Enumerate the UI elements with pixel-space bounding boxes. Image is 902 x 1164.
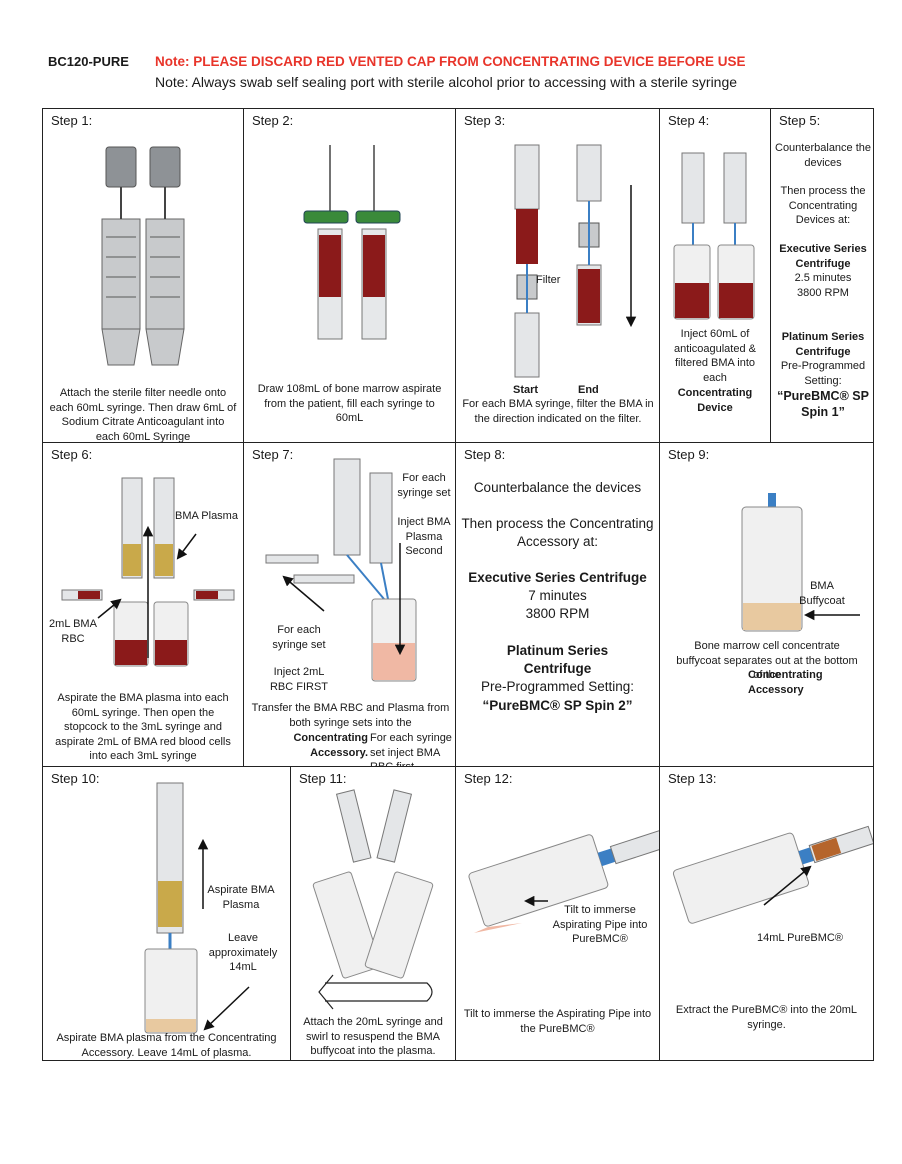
for-each-set-label-1: For each syringe set [397, 472, 451, 499]
step-8-exec-minutes: 7 minutes [528, 588, 587, 603]
step-4-caption-a: Inject 60mL of anticoagulated & filtered… [674, 328, 756, 384]
filter-direction-illustration [514, 144, 637, 378]
filter-label: Filter [536, 274, 561, 286]
aspirate-plasma-label: Aspirate BMA Plasma [207, 884, 275, 911]
step-5-exec-rpm: 3800 RPM [797, 287, 849, 299]
step-5-platinum-program: “PureBMC® SP Spin 1” [777, 389, 869, 419]
step-5-counterbalance: Counterbalance the devices [775, 142, 872, 169]
bma-rbc-label: 2mL BMA RBC [49, 618, 97, 645]
step-6-caption: Aspirate the BMA plasma into each 60mL s… [55, 692, 231, 762]
step-7-cell: Step 7: For each syringe set Inject BMA … [244, 443, 455, 766]
step-5-exec-minutes: 2.5 minutes [794, 272, 852, 284]
step-5-platinum-setting: Pre-Programmed Setting: [780, 360, 866, 387]
step-5-title: Step 5: [779, 113, 821, 128]
step-8-exec-series: Executive Series Centrifuge [468, 570, 647, 585]
bma-plasma-label: BMA Plasma [175, 510, 238, 522]
step-7-title: Step 7: [252, 447, 294, 462]
plasma-rbc-aspiration-illustration [61, 477, 235, 667]
step-8-platinum-program: “PureBMC® SP Spin 2” [482, 698, 633, 713]
step-11-caption: Attach the 20mL syringe and swirl to res… [303, 1016, 443, 1057]
leave-14ml-label: Leave approximately 14mL [208, 932, 278, 973]
step-9-caption-b: Concentrating Accessory [748, 669, 823, 696]
start-label: Start [513, 384, 539, 396]
step-4-title: Step 4: [668, 113, 710, 128]
step-6-title: Step 6: [51, 447, 93, 462]
buffycoat-separation-illustration [741, 493, 860, 632]
extract-purebmc-illustration [672, 825, 873, 924]
step-1-caption: Attach the sterile filter needle onto ea… [49, 387, 237, 442]
step-5-process: Then process the Concentrating Devices a… [780, 185, 866, 226]
step-12-cell: Step 12: Tilt to immerse Aspirating Pipe… [456, 767, 659, 1060]
step-8-title: Step 8: [464, 447, 506, 462]
step-13-title: Step 13: [668, 771, 717, 786]
buffycoat-label: BMA Buffycoat [799, 580, 845, 607]
step-8-platinum-setting: Pre-Programmed Setting: [480, 679, 635, 694]
step-11-cell: Step 11: Attach the 20mL syringe and swi… [291, 767, 455, 1060]
step-10-caption: Aspirate BMA plasma from the Concentrati… [56, 1032, 277, 1059]
step-3-title: Step 3: [464, 113, 506, 128]
step-2-caption: Draw 108mL of bone marrow aspirate from … [257, 383, 442, 424]
step-13-caption: Extract the PureBMC® into the 20mL syrin… [675, 1004, 858, 1031]
purebmc-14ml-label: 14mL PureBMC® [757, 932, 843, 944]
steps-grid: Step 1: Attach the sterile filter needle [42, 108, 874, 1061]
step-4-cell: Step 4: Inject 60mL of anticoagulated & … [660, 109, 770, 442]
step-2-title: Step 2: [252, 113, 294, 128]
step-8-cell: Step 8: Counterbalance the devices Then … [456, 443, 659, 766]
step-3-caption: For each BMA syringe, filter the BMA in … [462, 398, 654, 425]
accessory-transfer-illustration [265, 458, 417, 682]
step-10-title: Step 10: [51, 771, 100, 786]
step-8-exec-rpm: 3800 RPM [525, 606, 590, 621]
step-5-cell: Step 5: Counterbalance the devices Then … [771, 109, 873, 442]
tilt-immerse-illustration [468, 828, 659, 933]
plasma-aspiration-illustration [144, 782, 250, 1034]
tilt-immerse-label: Tilt to immerse Aspirating Pipe into Pur… [552, 904, 648, 945]
product-code: BC120-PURE [48, 54, 129, 69]
step-13-cell: Step 13: 14mL PureBMC® Extract the PureB… [660, 767, 873, 1060]
step-7-caption-c: For each syringe set inject BMA RBC firs… [370, 732, 452, 766]
step-5-platinum-series: Platinum Series Centrifuge [781, 331, 865, 358]
step-1-title: Step 1: [51, 113, 93, 128]
inject-rbc-first-label: Inject 2mL RBC FIRST [269, 666, 329, 693]
step-5-exec-series: Executive Series Centrifuge [779, 243, 867, 270]
step-7-caption-b: Concentrating Accessory. [293, 732, 368, 759]
step-8-process: Then process the Concentrating Accessory… [461, 516, 654, 549]
swirl-resuspend-illustration [312, 789, 434, 1010]
for-each-set-label-2: For each syringe set [272, 624, 326, 651]
inject-plasma-second-label: Inject BMA Plasma Second [397, 516, 451, 557]
step-12-title: Step 12: [464, 771, 513, 786]
step-8-counterbalance: Counterbalance the devices [473, 480, 642, 495]
step-2-cell: Step 2: Draw 108mL of bone marrow aspira… [244, 109, 455, 442]
filter-needle-syringes-illustration [101, 146, 185, 366]
step-9-title: Step 9: [668, 447, 710, 462]
step-7-caption-a: Transfer the BMA RBC and Plasma from bot… [251, 702, 450, 729]
step-12-caption: Tilt to immerse the Aspirating Pipe into… [463, 1008, 652, 1035]
swab-note: Note: Always swab self sealing port with… [155, 74, 738, 90]
step-9-cell: Step 9: BMA Buffycoat Bone marrow cell c… [660, 443, 873, 766]
step-1-cell: Step 1: Attach the sterile filter needle [43, 109, 243, 442]
step-6-cell: Step 6: [43, 443, 243, 766]
step-11-title: Step 11: [299, 771, 347, 786]
step-10-cell: Step 10: Aspirate BMA Plasma Leave appro… [43, 767, 290, 1060]
step-4-caption-b: Concentrating Device [677, 387, 753, 414]
bone-marrow-syringes-illustration [303, 145, 401, 340]
end-label: End [578, 384, 599, 396]
step-3-cell: Step 3: Filter Start End [456, 109, 659, 442]
step-9-caption-a: Bone marrow cell concentrate buffycoat s… [676, 640, 858, 681]
step-8-platinum-series: Platinum Series Centrifuge [506, 643, 609, 676]
concentrating-device-injection-illustration [673, 152, 755, 320]
warning-note: Note: PLEASE DISCARD RED VENTED CAP FROM… [155, 54, 746, 69]
